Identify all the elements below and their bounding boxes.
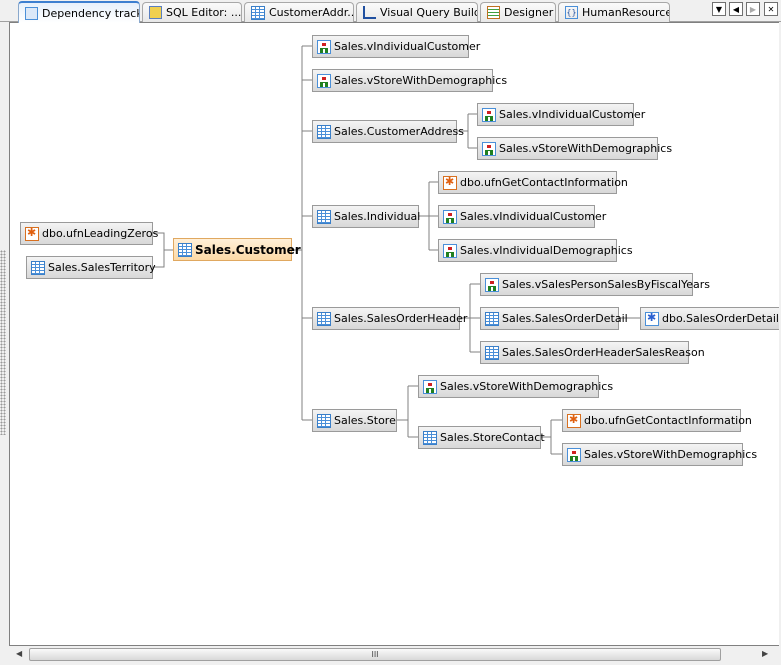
view-icon	[317, 73, 331, 88]
dependent-node[interactable]: Sales.Individual	[312, 205, 420, 228]
view-icon	[443, 243, 457, 258]
tab-sql-editor[interactable]: SQL Editor: ...	[142, 2, 242, 22]
dependent-node[interactable]: Sales.vIndividualCustomer	[312, 35, 480, 58]
view-icon	[485, 277, 499, 292]
dependent-node[interactable]: Sales.vSalesPersonSalesByFiscalYears	[480, 273, 710, 296]
scroll-right-arrow[interactable]: ▶	[762, 649, 769, 658]
scrollbar-thumb[interactable]: III	[29, 648, 721, 661]
tab-designer[interactable]: Designer	[480, 2, 556, 22]
connector	[153, 232, 174, 268]
dependent-node[interactable]: Sales.vStoreWithDemographics	[477, 137, 672, 160]
dependency-node[interactable]: Sales.SalesTerritory	[26, 256, 156, 279]
view-icon	[423, 379, 437, 394]
table-icon	[317, 311, 331, 326]
close-tab-button[interactable]: ✕	[764, 2, 778, 16]
dependent-node[interactable]: Sales.vStoreWithDemographics	[562, 443, 757, 466]
table-icon	[31, 260, 45, 275]
view-icon	[482, 107, 496, 122]
dependent-node[interactable]: dbo.ufnGetContactInformation	[438, 171, 628, 194]
scroll-left-arrow[interactable]: ◀	[16, 649, 23, 658]
root-node[interactable]: Sales.Customer	[173, 238, 301, 261]
tab-customer-address[interactable]: CustomerAddr...	[244, 2, 354, 22]
tab-human-resources[interactable]: {}HumanResources	[558, 2, 670, 22]
dependent-node[interactable]: dbo.SalesOrderDetailFet	[640, 307, 779, 330]
table-icon	[485, 311, 499, 326]
horizontal-scrollbar[interactable]: ◀ III ▶	[9, 646, 779, 663]
table-icon	[317, 209, 331, 224]
dependent-node[interactable]: Sales.Store	[312, 409, 397, 432]
dependent-node[interactable]: Sales.StoreContact	[418, 426, 545, 449]
table-icon	[178, 242, 192, 257]
scroll-tabs-right-button[interactable]: ▶	[746, 2, 760, 16]
dependent-node[interactable]: dbo.ufnGetContactInformation	[562, 409, 752, 432]
table-icon	[317, 413, 331, 428]
dependent-node[interactable]: Sales.vStoreWithDemographics	[418, 375, 613, 398]
view-icon	[317, 39, 331, 54]
connector	[457, 113, 478, 149]
connector	[397, 385, 419, 438]
view-icon	[443, 209, 457, 224]
table-icon	[423, 430, 437, 445]
trigger-icon	[645, 311, 659, 326]
document-tab-bar: Dependency tracker SQL Editor: ... Custo…	[0, 0, 781, 23]
dependent-node[interactable]: Sales.vStoreWithDemographics	[312, 69, 507, 92]
function-icon	[567, 413, 581, 428]
connector	[460, 283, 481, 353]
connector	[292, 45, 313, 421]
tab-list-dropdown-button[interactable]: ▼	[712, 2, 726, 16]
splitter-handle[interactable]	[0, 250, 6, 435]
view-icon	[482, 141, 496, 156]
view-icon	[567, 447, 581, 462]
tab-visual-query-builder[interactable]: Visual Query Builder	[356, 2, 478, 22]
table-icon	[485, 345, 499, 360]
dependent-node[interactable]: Sales.CustomerAddress	[312, 120, 464, 143]
dependent-node[interactable]: Sales.SalesOrderHeaderSalesReason	[480, 341, 705, 364]
schema-icon: {}	[565, 6, 578, 19]
dependency-graph-canvas: dbo.ufnLeadingZeros Sales.SalesTerritory…	[9, 22, 779, 646]
function-icon	[25, 226, 39, 241]
dependency-node[interactable]: dbo.ufnLeadingZeros	[20, 222, 158, 245]
dependent-node[interactable]: Sales.vIndividualCustomer	[438, 205, 606, 228]
connector	[419, 181, 439, 251]
function-icon	[443, 175, 457, 190]
table-icon	[251, 5, 265, 20]
dependent-node[interactable]: Sales.SalesOrderHeader	[312, 307, 467, 330]
query-builder-icon	[363, 6, 376, 19]
dependency-icon	[25, 6, 38, 20]
designer-icon	[487, 6, 500, 19]
table-icon	[317, 124, 331, 139]
dependent-node[interactable]: Sales.vIndividualDemographics	[438, 239, 633, 262]
dependent-node[interactable]: Sales.vIndividualCustomer	[477, 103, 645, 126]
dependent-node[interactable]: Sales.SalesOrderDetail	[480, 307, 628, 330]
connector-lines	[153, 45, 641, 455]
tab-dependency-tracker[interactable]: Dependency tracker	[18, 1, 140, 23]
sql-editor-icon	[149, 6, 162, 19]
scroll-tabs-left-button[interactable]: ◀	[729, 2, 743, 16]
connector	[541, 419, 563, 455]
